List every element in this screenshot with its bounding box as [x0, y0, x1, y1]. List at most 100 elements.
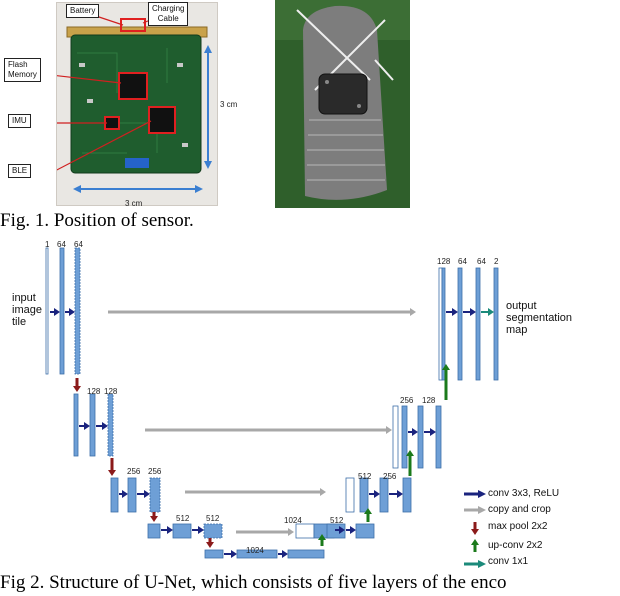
arrow-head: [470, 308, 476, 316]
arrow-head: [397, 490, 403, 498]
arrow-head: [198, 526, 204, 534]
unet-arrows: [50, 308, 494, 558]
channel-label: 128: [437, 257, 451, 266]
shoe-photo: [275, 0, 410, 208]
feature-map-block: [345, 477, 355, 513]
battery-label: Battery: [66, 4, 100, 18]
conv-arrow-icon: [464, 490, 486, 498]
arrow-head: [167, 526, 173, 534]
legend-conv: conv 3x3, ReLU: [488, 488, 560, 499]
unet-blocks: [45, 247, 499, 559]
sensor-board-illustration: [50, 12, 212, 193]
legend-copy: copy and crop: [488, 504, 551, 515]
feature-map-block: [110, 477, 119, 513]
channel-label: 1024: [284, 516, 302, 525]
channel-label: 256: [127, 467, 141, 476]
arrow-head: [108, 470, 116, 476]
legend-conv1x1: conv 1x1: [488, 556, 529, 567]
channel-label: 64: [57, 240, 66, 249]
arrow-head: [339, 526, 345, 534]
feature-map-block: [89, 393, 96, 457]
feature-map-block: [204, 549, 224, 559]
feature-map-block: [59, 247, 65, 375]
feature-map-block: [147, 523, 161, 539]
arrow-head: [288, 528, 294, 536]
feature-map-block: [475, 267, 481, 381]
arrow-head: [73, 386, 81, 392]
conv1x1-arrow-icon: [464, 560, 486, 568]
feature-map-block: [107, 393, 114, 457]
ble-label: BLE: [8, 164, 32, 178]
arrow-head: [452, 308, 458, 316]
charging-cable-label: Charging Cable: [148, 2, 189, 26]
feature-map-block: [417, 405, 424, 469]
feature-map-block: [379, 477, 389, 513]
arrow-head: [231, 550, 237, 558]
channel-label: 128: [87, 387, 101, 396]
feature-map-block: [203, 523, 223, 539]
arrow-head: [102, 422, 108, 430]
channel-label: 512: [330, 516, 344, 525]
feature-map-block: [45, 247, 49, 375]
feature-map-block: [295, 523, 315, 539]
channel-label: 1: [45, 240, 50, 249]
input-image-label: input image tile: [12, 292, 42, 328]
channel-label: 256: [148, 467, 162, 476]
feature-map-block: [172, 523, 192, 539]
arrow-head: [430, 428, 436, 436]
arrow-head: [144, 490, 150, 498]
dim-horizontal-label: 3 cm: [125, 199, 143, 208]
feature-map-block: [287, 549, 325, 559]
channel-label: 2: [494, 257, 499, 266]
arrow-head: [406, 450, 414, 456]
feature-map-block: [74, 247, 81, 375]
arrow-head: [412, 428, 418, 436]
feature-map-block: [438, 267, 443, 381]
shoe-illustration: [275, 0, 410, 208]
channel-label: 64: [458, 257, 467, 266]
channel-label: 128: [422, 396, 436, 405]
arrow-head: [69, 308, 75, 316]
arrow-head: [410, 308, 416, 316]
arrow-head: [320, 488, 326, 496]
channel-label: 1024: [246, 546, 264, 555]
arrow-head: [374, 490, 380, 498]
flash-memory-label: Flash Memory: [4, 58, 41, 82]
pool-arrow-icon: [471, 522, 479, 535]
legend-icons: [464, 490, 486, 568]
feature-map-block: [401, 405, 408, 469]
dim-vertical-label: 3 cm: [220, 100, 238, 109]
arrow-head: [282, 550, 288, 558]
legend-upconv: up-conv 2x2: [488, 540, 543, 551]
channel-label: 512: [358, 472, 372, 481]
arrow-head: [350, 526, 356, 534]
feature-map-block: [355, 523, 375, 539]
arrow-head: [122, 490, 128, 498]
figure2-caption: Fig 2. Structure of U-Net, which consist…: [0, 572, 507, 593]
channel-label: 256: [400, 396, 414, 405]
sensor-board-photo: [50, 2, 218, 206]
channel-label: 64: [477, 257, 486, 266]
feature-map-block: [392, 405, 399, 469]
arrow-head: [488, 308, 494, 316]
arrow-head: [206, 542, 214, 548]
output-map-label: output segmentation map: [506, 300, 573, 336]
feature-map-block: [457, 267, 463, 381]
arrow-head: [364, 508, 372, 514]
channel-label: 256: [383, 472, 397, 481]
feature-map-block: [441, 267, 446, 381]
feature-map-block: [73, 393, 79, 457]
feature-map-block: [435, 405, 442, 469]
arrow-head: [150, 516, 158, 522]
channel-label: 512: [176, 514, 190, 523]
channel-label: 128: [104, 387, 118, 396]
feature-map-block: [149, 477, 161, 513]
imu-label: IMU: [8, 114, 31, 128]
channel-label: 64: [74, 240, 83, 249]
arrow-head: [84, 422, 90, 430]
feature-map-block: [359, 477, 369, 513]
feature-map-block: [127, 477, 137, 513]
copy-arrow-icon: [464, 506, 486, 514]
feature-map-block: [493, 267, 499, 381]
unet-diagram: [45, 247, 499, 559]
